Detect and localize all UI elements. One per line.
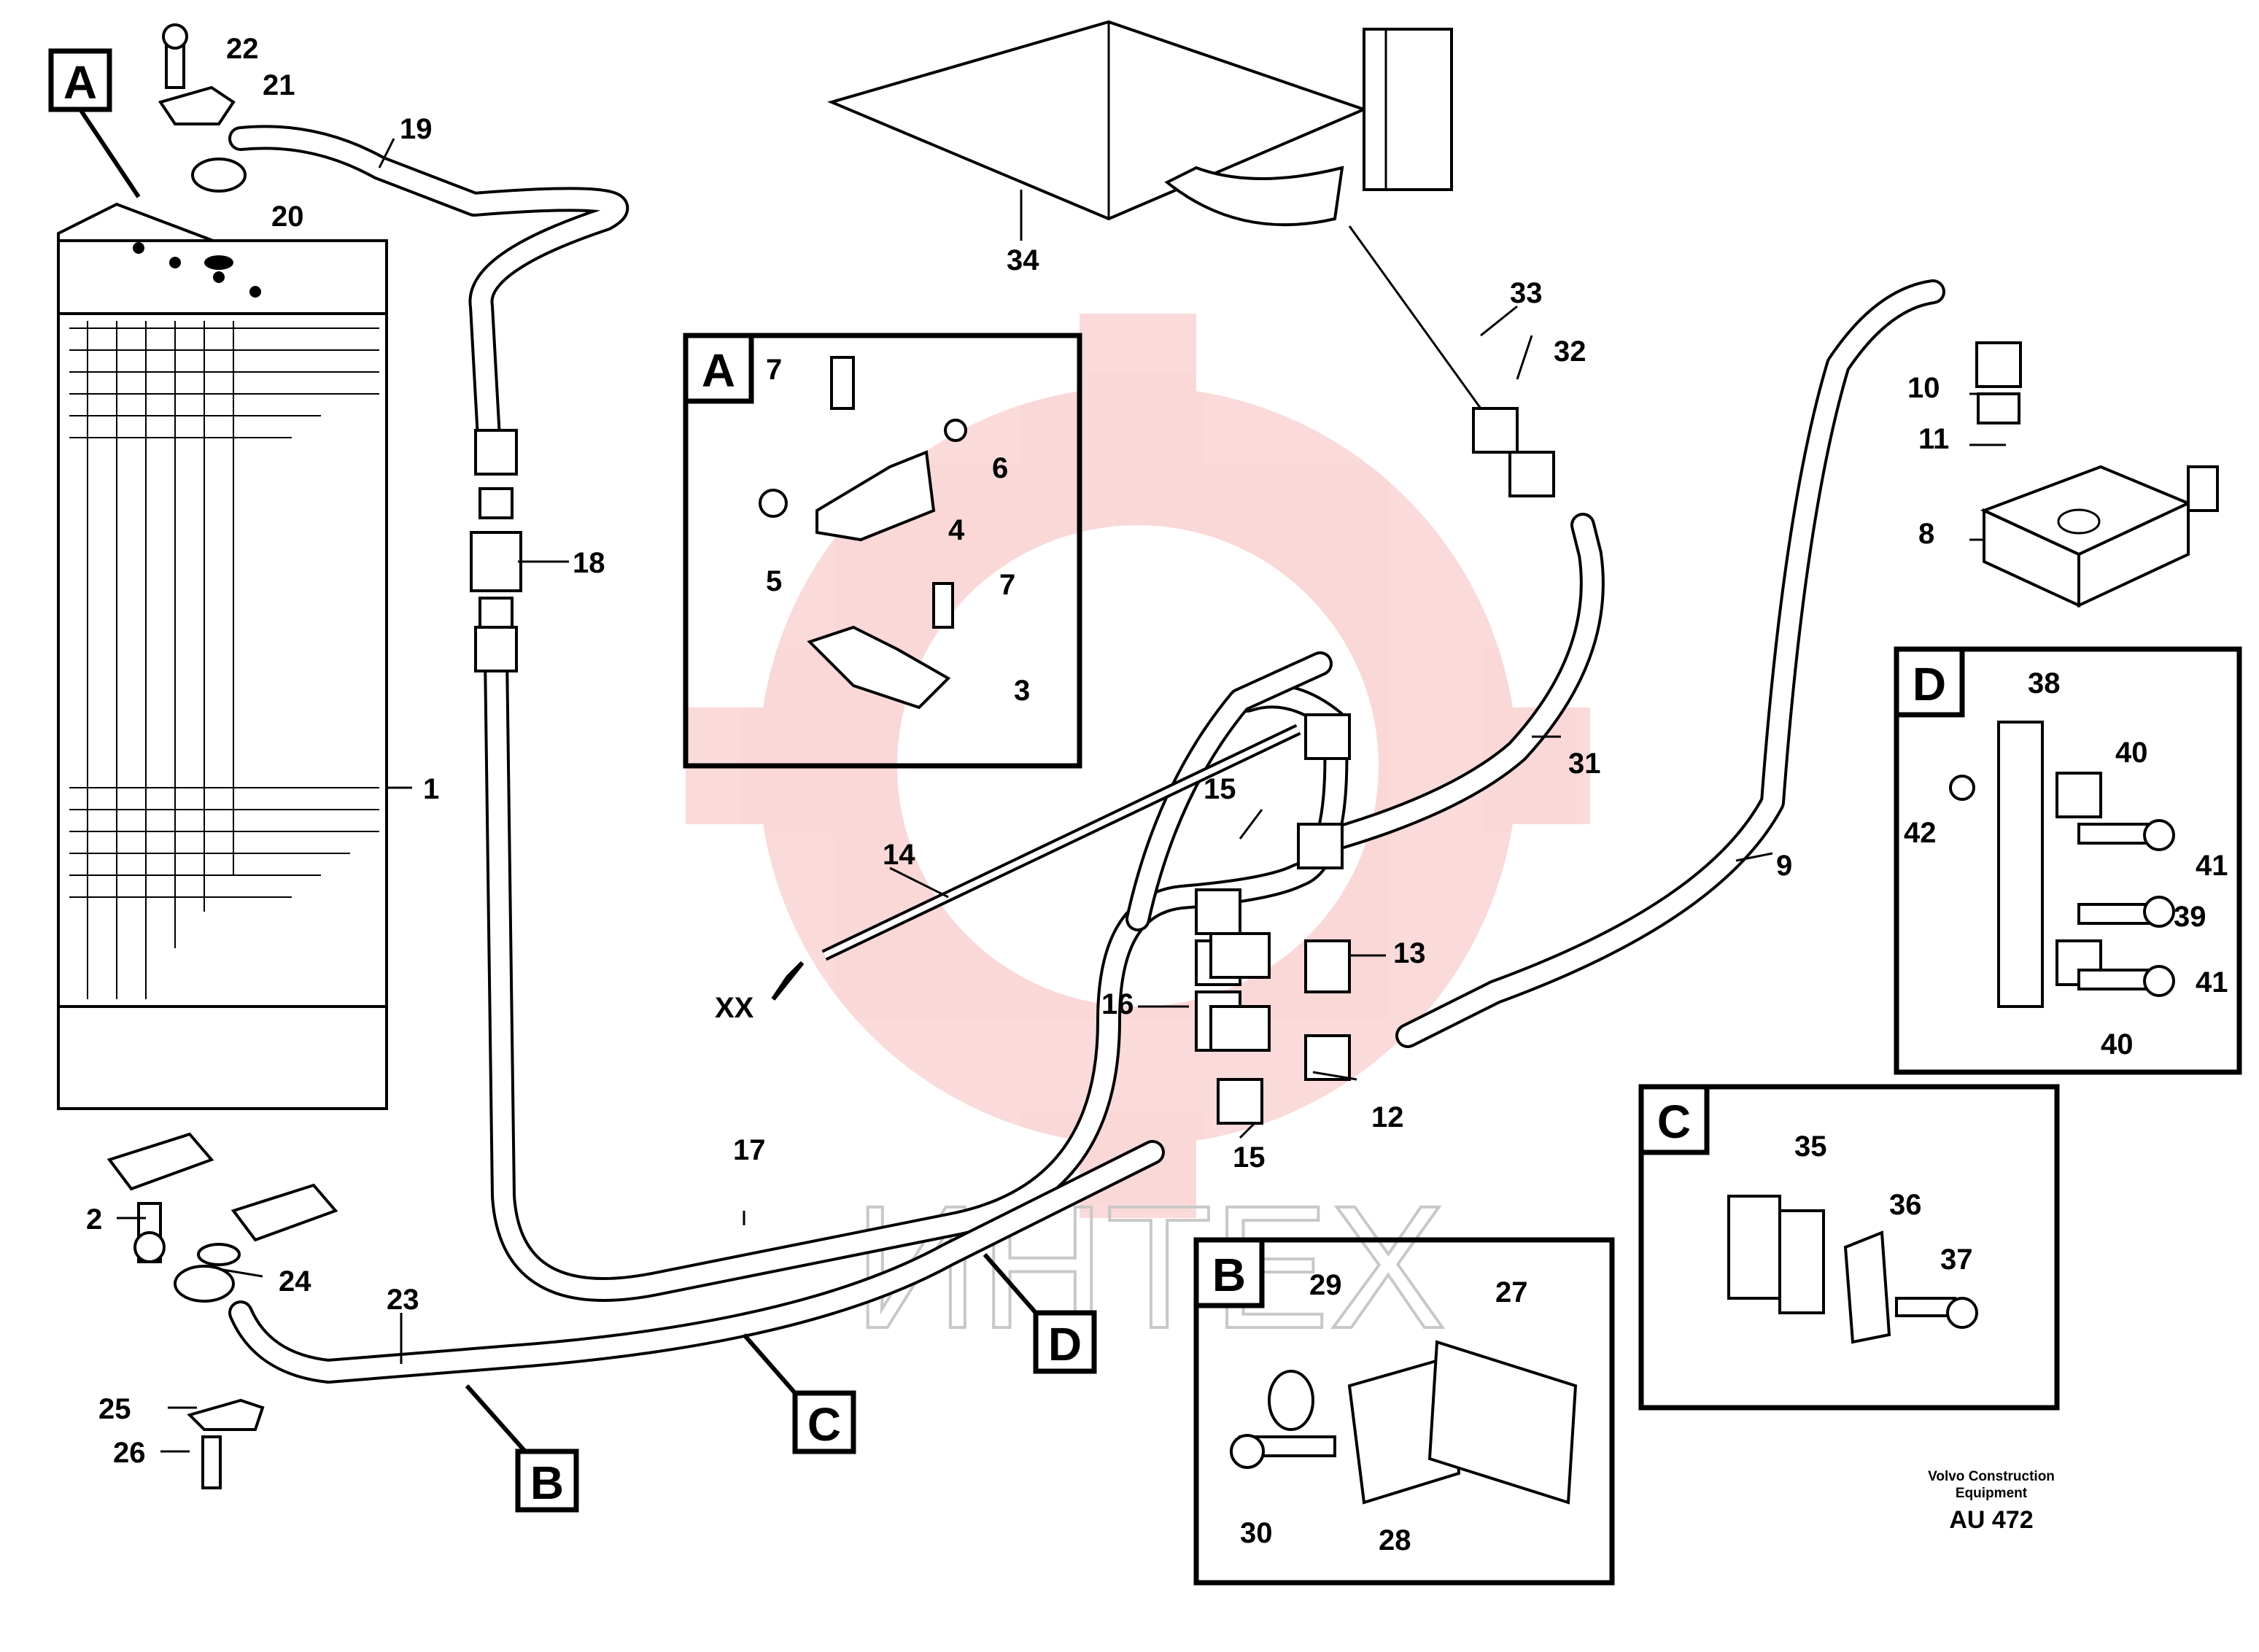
part-label-9: 9 [1776, 850, 1792, 882]
part-label-25: 25 [98, 1393, 131, 1425]
main-view-callouts: A B C D XX [48, 48, 1097, 1513]
flow-marker-label: XX [715, 992, 754, 1024]
part-label-36: 36 [1889, 1189, 1922, 1221]
part-label-26: 26 [113, 1437, 146, 1469]
part-label-38: 38 [2028, 667, 2061, 699]
detail-view-c: C [1638, 1084, 2060, 1411]
part-label-22: 22 [226, 33, 259, 65]
part-label-1: 1 [423, 773, 439, 805]
part-label-7-b: 7 [999, 569, 1015, 601]
radiator-feet [106, 1132, 338, 1242]
part-label-40-b: 40 [2101, 1028, 2134, 1060]
part-label-23: 23 [387, 1284, 419, 1316]
footer-drawing-code: AU 472 [1949, 1506, 2033, 1534]
drawing-footer: Volvo Construction Equipment AU 472 [1928, 1469, 2055, 1534]
part-label-40-a: 40 [2115, 737, 2148, 769]
view-letter-b-main: B [530, 1457, 564, 1509]
part-label-24: 24 [279, 1265, 311, 1298]
part-label-29: 29 [1309, 1269, 1342, 1301]
view-letter-d-detail: D [1913, 658, 1946, 710]
part-label-18: 18 [573, 547, 605, 579]
part-label-41-b: 41 [2196, 966, 2228, 998]
part-label-5: 5 [766, 565, 782, 597]
part-label-42: 42 [1904, 817, 1937, 849]
part-label-11: 11 [1918, 423, 1949, 455]
part-label-13: 13 [1393, 937, 1426, 969]
part-label-35: 35 [1794, 1131, 1827, 1163]
part-number-labels: 1 2 3 4 5 6 7 7 8 9 10 11 12 13 14 15 15… [86, 33, 2228, 1556]
valve-block [1980, 465, 2219, 608]
footer-company-line1: Volvo Construction [1928, 1469, 2055, 1484]
detail-view-a: A [683, 333, 1082, 769]
bottom-fittings [133, 23, 265, 1489]
hoses [228, 125, 1945, 1384]
radiator [57, 202, 388, 1110]
part-label-16: 16 [1101, 988, 1134, 1020]
view-letter-d-main: D [1048, 1318, 1082, 1370]
leader-lines [117, 138, 2006, 1453]
view-letter-c-main: C [807, 1398, 841, 1451]
part-label-10: 10 [1907, 372, 1940, 404]
part-label-15-a: 15 [1204, 773, 1236, 805]
part-label-37: 37 [1940, 1244, 1973, 1276]
part-label-4: 4 [948, 514, 965, 546]
part-label-30: 30 [1240, 1517, 1273, 1549]
part-label-8: 8 [1918, 518, 1934, 550]
part-label-19: 19 [400, 113, 433, 145]
view-letter-b-detail: B [1212, 1249, 1246, 1301]
part-label-33: 33 [1510, 277, 1543, 309]
part-label-28: 28 [1379, 1524, 1411, 1556]
part-label-32: 32 [1554, 336, 1586, 368]
part-label-14: 14 [883, 839, 915, 871]
view-letter-a-detail: A [702, 344, 735, 397]
part-label-12: 12 [1371, 1101, 1404, 1133]
footer-company-line2: Equipment [1956, 1486, 2028, 1501]
part-label-20: 20 [271, 201, 304, 233]
detail-view-b: B [1193, 1237, 1615, 1586]
part-label-6: 6 [992, 452, 1008, 484]
view-letter-c-detail: C [1657, 1095, 1691, 1148]
part-label-7-a: 7 [766, 354, 782, 386]
detail-view-d: D [1894, 646, 2242, 1075]
part-label-21: 21 [263, 69, 295, 101]
part-label-27: 27 [1495, 1276, 1528, 1308]
view-letter-a-main: A [63, 56, 97, 109]
part-label-41-a: 41 [2196, 850, 2228, 882]
fittings [470, 341, 2022, 1125]
part-label-31: 31 [1568, 748, 1601, 780]
part-label-17: 17 [733, 1134, 766, 1166]
part-label-34: 34 [1007, 244, 1039, 276]
part-label-3: 3 [1014, 675, 1030, 707]
part-label-15-b: 15 [1233, 1141, 1266, 1174]
part-label-2: 2 [86, 1203, 102, 1236]
part-label-39: 39 [2174, 901, 2206, 933]
frame-structure [827, 20, 1453, 227]
